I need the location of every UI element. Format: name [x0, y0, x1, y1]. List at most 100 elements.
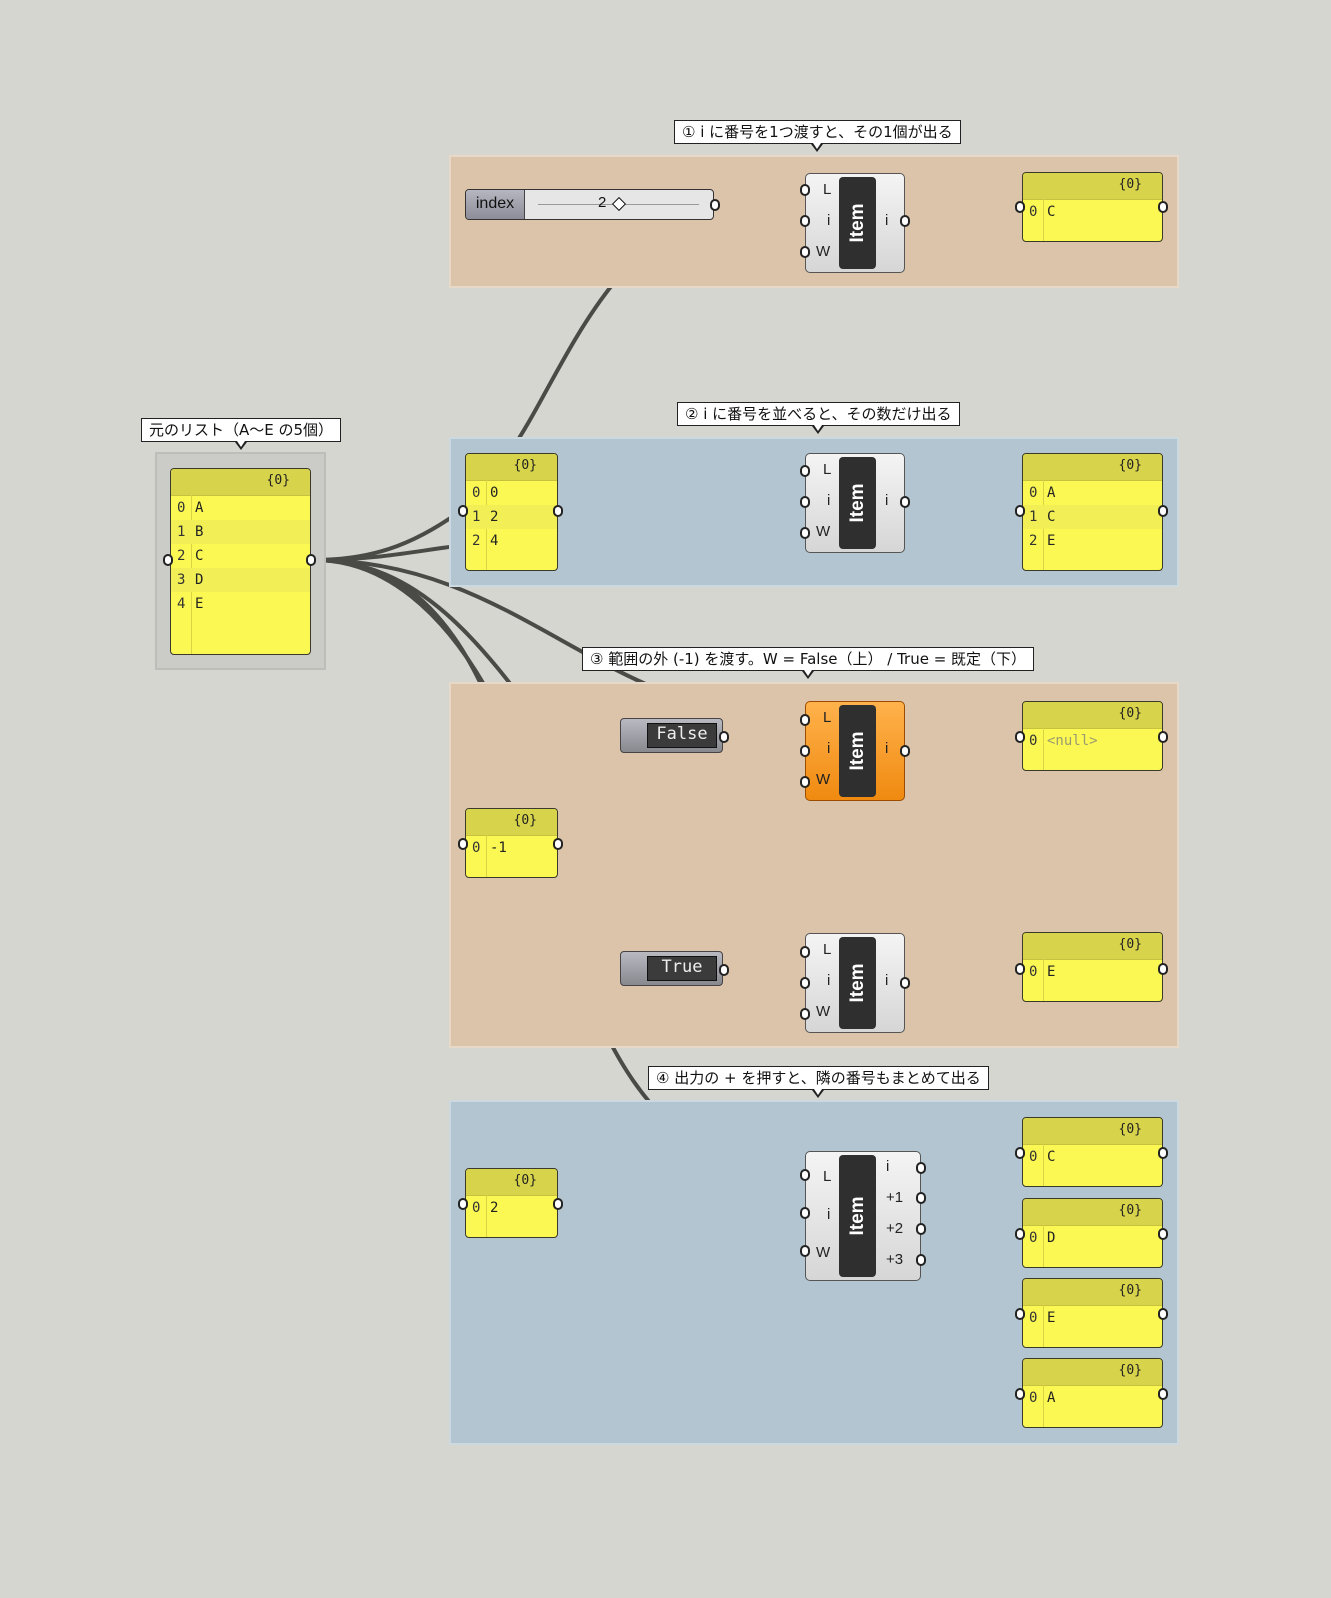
- input-grip[interactable]: [800, 246, 810, 258]
- list-item-component[interactable]: L i W Item i: [805, 173, 905, 273]
- output-grip[interactable]: [553, 838, 563, 850]
- list-item: 0<null>: [1029, 733, 1098, 749]
- output-grip[interactable]: [553, 1198, 563, 1210]
- input-grip[interactable]: [800, 215, 810, 227]
- output-plus3-label: +3: [886, 1251, 904, 1268]
- output-grip[interactable]: [916, 1192, 926, 1204]
- index-panel[interactable]: {0} 0-1: [465, 808, 558, 878]
- scribble-group1: ① i に番号を1つ渡すと、その1個が出る: [674, 120, 961, 152]
- output-grip[interactable]: [1158, 1308, 1168, 1320]
- output-i-label: i: [885, 492, 889, 509]
- input-grip[interactable]: [800, 527, 810, 539]
- list-item: 0-1: [472, 840, 507, 856]
- output-grip[interactable]: [710, 199, 720, 211]
- input-grip[interactable]: [800, 465, 810, 477]
- input-grip[interactable]: [800, 496, 810, 508]
- input-i-label: i: [827, 1206, 831, 1223]
- output-grip[interactable]: [553, 505, 563, 517]
- input-grip[interactable]: [1015, 1308, 1025, 1320]
- input-grip[interactable]: [458, 505, 468, 517]
- input-grip[interactable]: [800, 946, 810, 958]
- input-grip[interactable]: [800, 1207, 810, 1219]
- component-label: Item: [839, 457, 876, 549]
- output-grip[interactable]: [900, 745, 910, 757]
- input-W-label: W: [816, 1244, 831, 1261]
- list-value: A: [195, 500, 204, 516]
- output-grip[interactable]: [916, 1254, 926, 1266]
- output-grip[interactable]: [719, 731, 729, 743]
- output-grip[interactable]: [1158, 1228, 1168, 1240]
- boolean-toggle-true[interactable]: True: [620, 951, 723, 986]
- input-grip[interactable]: [1015, 1228, 1025, 1240]
- input-grip[interactable]: [800, 1008, 810, 1020]
- list-item-component[interactable]: L i W Item i: [805, 933, 905, 1033]
- input-grip[interactable]: [800, 714, 810, 726]
- input-grip[interactable]: [1015, 731, 1025, 743]
- input-grip[interactable]: [1015, 201, 1025, 213]
- output-grip[interactable]: [900, 977, 910, 989]
- component-label: Item: [839, 937, 876, 1029]
- scribble-group2: ② i に番号を並べると、その数だけ出る: [677, 402, 960, 434]
- output-grip[interactable]: [900, 496, 910, 508]
- slider-knob[interactable]: [611, 196, 627, 212]
- output-i-label: i: [885, 740, 889, 757]
- list-item-component-warning[interactable]: L i W Item i: [805, 701, 905, 801]
- output-grip[interactable]: [1158, 1388, 1168, 1400]
- input-grip[interactable]: [458, 838, 468, 850]
- input-grip[interactable]: [1015, 963, 1025, 975]
- input-grip[interactable]: [800, 1245, 810, 1257]
- list-item-component-expanded[interactable]: L i W Item i +1 +2 +3: [805, 1151, 921, 1281]
- scribble-group3: ③ 範囲の外 (-1) を渡す。W = False（上） / True = 既定…: [582, 647, 1035, 679]
- output-panel[interactable]: {0} 0<null>: [1022, 701, 1163, 771]
- output-grip[interactable]: [306, 554, 316, 566]
- component-label: Item: [839, 177, 876, 269]
- input-grip[interactable]: [800, 1169, 810, 1181]
- list-index: 2: [177, 548, 186, 564]
- input-grip[interactable]: [163, 554, 173, 566]
- toggle-value: True: [647, 956, 717, 981]
- output-grip[interactable]: [916, 1162, 926, 1174]
- input-i-label: i: [827, 212, 831, 229]
- index-slider[interactable]: index 2: [465, 189, 714, 220]
- boolean-toggle-false[interactable]: False: [620, 718, 723, 753]
- input-grip[interactable]: [800, 745, 810, 757]
- input-grip[interactable]: [800, 776, 810, 788]
- list-item-component[interactable]: L i W Item i: [805, 453, 905, 553]
- input-grip[interactable]: [800, 977, 810, 989]
- output-grip[interactable]: [900, 215, 910, 227]
- input-L-label: L: [823, 461, 832, 478]
- input-grip[interactable]: [1015, 505, 1025, 517]
- panel-header: {0}: [171, 469, 310, 496]
- panel-header: {0}: [1023, 454, 1162, 481]
- output-grip[interactable]: [1158, 201, 1168, 213]
- output-grip[interactable]: [1158, 963, 1168, 975]
- input-grip[interactable]: [458, 1198, 468, 1210]
- input-grip[interactable]: [800, 184, 810, 196]
- input-grip[interactable]: [1015, 1147, 1025, 1159]
- input-W-label: W: [816, 243, 831, 260]
- output-grip[interactable]: [916, 1223, 926, 1235]
- output-grip[interactable]: [1158, 731, 1168, 743]
- input-L-label: L: [823, 181, 832, 198]
- output-grip[interactable]: [1158, 505, 1168, 517]
- output-grip[interactable]: [719, 964, 729, 976]
- input-W-label: W: [816, 1003, 831, 1020]
- input-grip[interactable]: [1015, 1388, 1025, 1400]
- output-grip[interactable]: [1158, 1147, 1168, 1159]
